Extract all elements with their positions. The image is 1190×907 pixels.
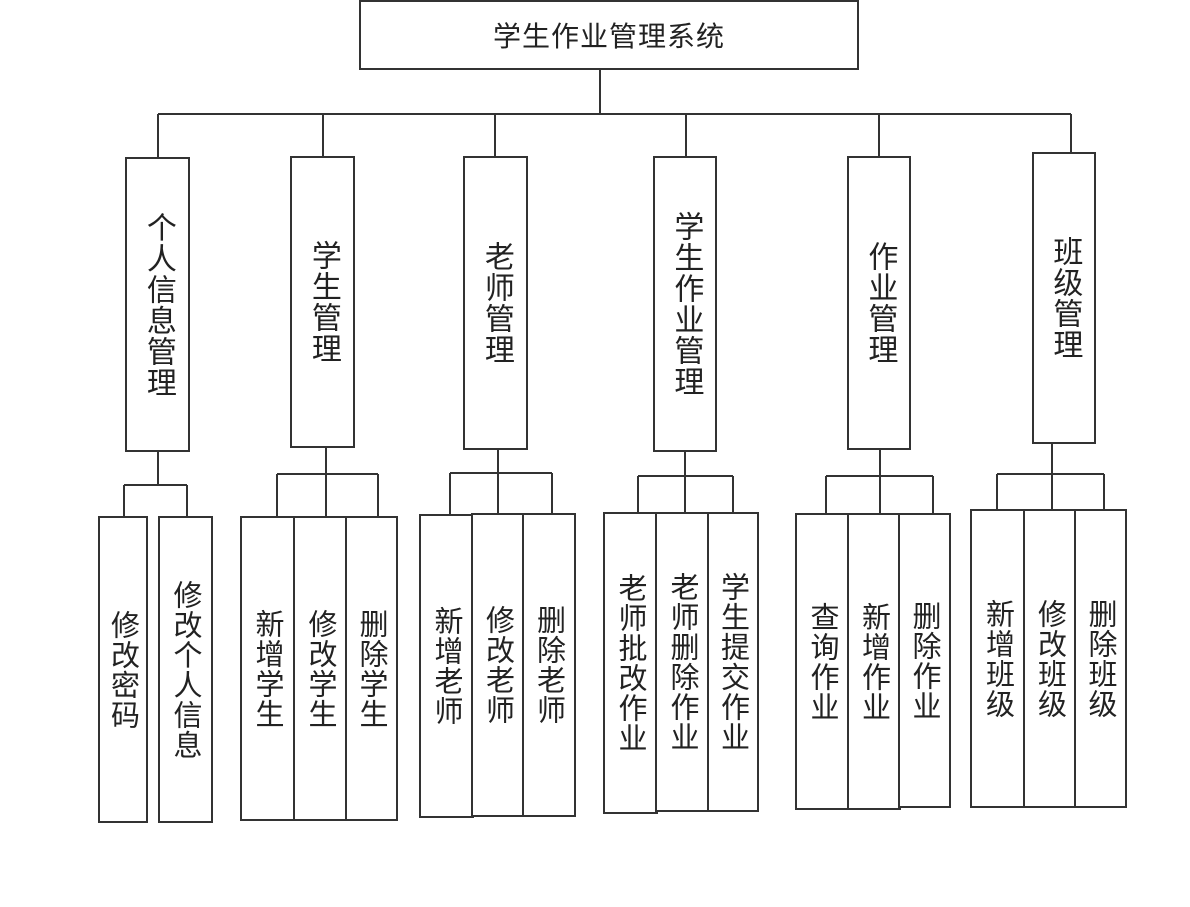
leaf-label: 新增学生 bbox=[251, 608, 285, 729]
leaf-label: 新增老师 bbox=[430, 606, 464, 726]
leaf-node-query-homework: 查询作业 bbox=[795, 513, 850, 810]
root-node-label: 学生作业管理系统 bbox=[492, 20, 725, 53]
module-node-teacher-management: 老师管理 bbox=[463, 156, 528, 450]
leaf-node-add-teacher: 新增老师 bbox=[419, 514, 474, 818]
leaf-node-add-class: 新增班级 bbox=[970, 509, 1026, 808]
module-label: 个人信息管理 bbox=[140, 211, 176, 398]
leaf-label: 查询作业 bbox=[806, 601, 840, 722]
leaf-label: 修改学生 bbox=[304, 608, 338, 729]
leaf-node-edit-class: 修改班级 bbox=[1023, 509, 1077, 808]
leaf-node-edit-personal-info: 修改个人信息 bbox=[158, 516, 213, 823]
leaf-node-delete-homework: 删除作业 bbox=[898, 513, 951, 808]
module-node-homework-management: 作业管理 bbox=[847, 156, 911, 450]
leaf-label: 学生提交作业 bbox=[716, 572, 751, 752]
leaf-label: 删除学生 bbox=[355, 608, 389, 729]
leaf-label: 删除班级 bbox=[1084, 598, 1118, 719]
leaf-node-teacher-grade-homework: 老师批改作业 bbox=[603, 512, 658, 814]
module-label: 学生作业管理 bbox=[668, 211, 704, 397]
leaf-node-delete-teacher: 删除老师 bbox=[522, 513, 576, 817]
root-node: 学生作业管理系统 bbox=[359, 0, 859, 70]
leaf-node-teacher-delete-homework: 老师删除作业 bbox=[655, 512, 710, 812]
leaf-label: 修改个人信息 bbox=[169, 579, 203, 760]
module-label: 作业管理 bbox=[862, 241, 898, 365]
leaf-label: 新增作业 bbox=[857, 601, 892, 722]
leaf-node-delete-class: 删除班级 bbox=[1074, 509, 1127, 808]
module-label: 老师管理 bbox=[478, 241, 514, 365]
leaf-node-change-password: 修改密码 bbox=[98, 516, 148, 823]
module-node-student-homework-management: 学生作业管理 bbox=[653, 156, 717, 452]
leaf-label: 删除老师 bbox=[532, 605, 567, 725]
leaf-node-edit-teacher: 修改老师 bbox=[471, 513, 525, 817]
leaf-label: 删除作业 bbox=[908, 600, 942, 721]
module-node-class-management: 班级管理 bbox=[1032, 152, 1096, 444]
leaf-label: 修改密码 bbox=[106, 609, 141, 730]
module-label: 学生管理 bbox=[305, 240, 341, 364]
module-node-student-management: 学生管理 bbox=[290, 156, 355, 448]
leaf-label: 老师删除作业 bbox=[666, 572, 700, 752]
leaf-node-add-student: 新增学生 bbox=[240, 516, 295, 821]
leaf-label: 老师批改作业 bbox=[614, 573, 648, 753]
module-label: 班级管理 bbox=[1047, 236, 1083, 360]
leaf-node-delete-student: 删除学生 bbox=[345, 516, 398, 821]
leaf-label: 新增班级 bbox=[981, 598, 1016, 719]
leaf-label: 修改班级 bbox=[1033, 598, 1068, 719]
leaf-node-add-homework: 新增作业 bbox=[847, 513, 901, 810]
module-node-personal-info: 个人信息管理 bbox=[125, 157, 190, 452]
leaf-node-student-submit-homework: 学生提交作业 bbox=[707, 512, 759, 812]
leaf-label: 修改老师 bbox=[481, 605, 516, 725]
leaf-node-edit-student: 修改学生 bbox=[293, 516, 348, 821]
